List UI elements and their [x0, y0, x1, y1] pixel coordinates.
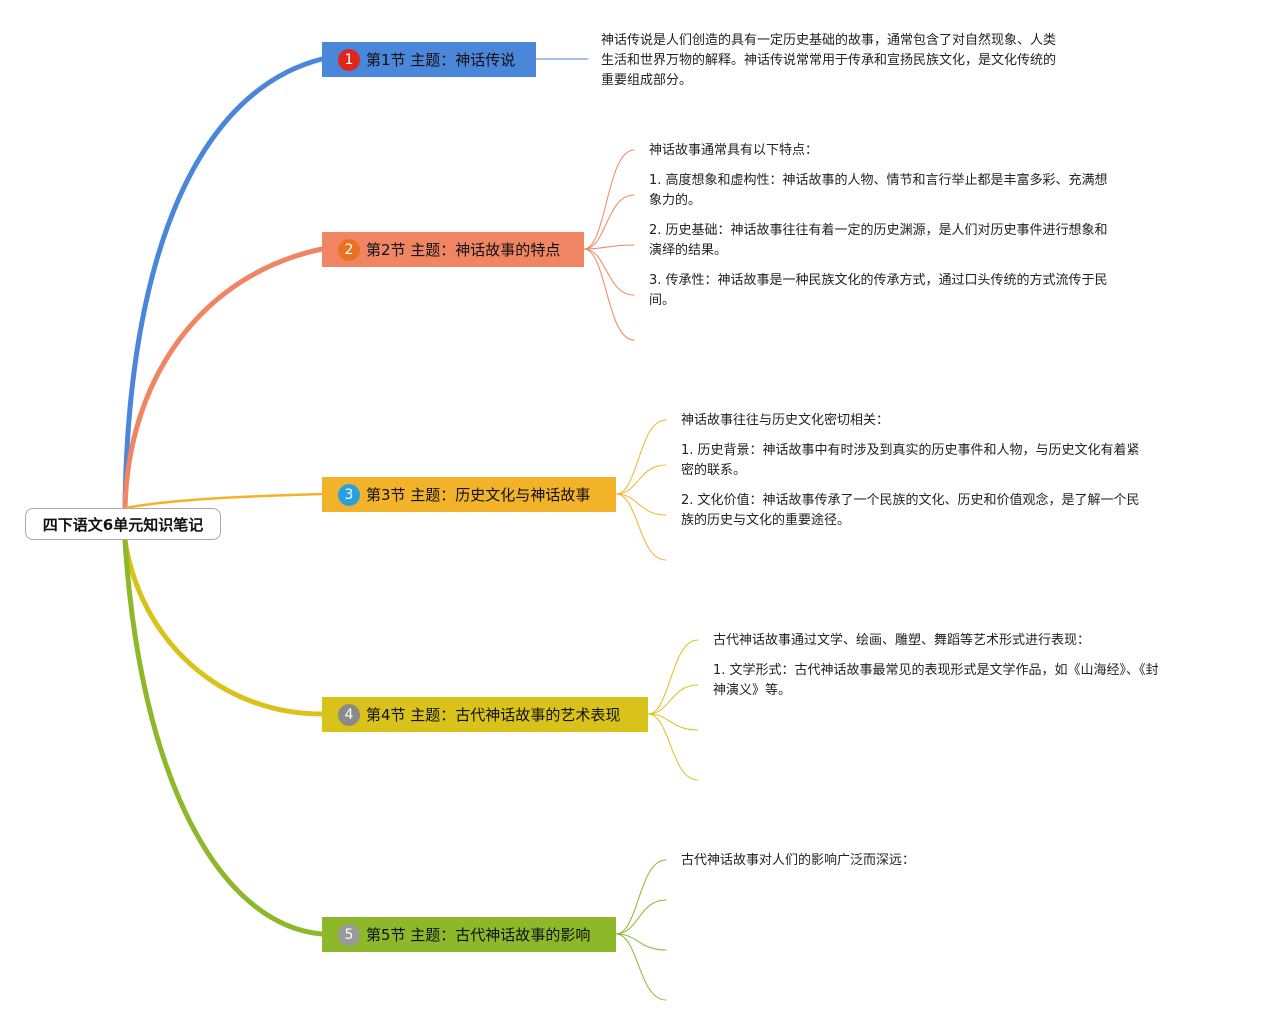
section-2-item-3-line-1: 3. 传承性：神话故事是一种民族文化的传承方式，通过口头传统的方式流传于民	[649, 273, 1108, 288]
leaf-line-3-3	[615, 493, 667, 516]
section-4-item-1-line-2: 神演义》等。	[713, 683, 792, 698]
branch-line-2	[122, 246, 325, 511]
leaf-line-2-2	[583, 194, 635, 250]
leaf-line-3-1	[615, 419, 667, 495]
section-2-item-1-line-2: 象力的。	[649, 193, 702, 208]
number-3-badge-icon: 3	[338, 483, 360, 506]
leaf-line-4-4	[647, 713, 699, 781]
section-3-item-1-line-2: 密的联系。	[681, 463, 747, 478]
leaf-line-4-2	[647, 684, 699, 715]
section-3-intro: 神话故事往往与历史文化密切相关：	[681, 413, 890, 428]
section-2-item-3: 3. 传承性：神话故事是一种民族文化的传承方式，通过口头传统的方式流传于民 间。	[649, 271, 1149, 311]
leaf-line-5-1	[615, 859, 667, 935]
section-4-intro: 古代神话故事通过文学、绘画、雕塑、舞蹈等艺术形式进行表现：	[713, 633, 1091, 648]
section-4-item-1: 1. 文学形式：古代神话故事最常见的表现形式是文学作品，如《山海经》、《封 神演…	[713, 661, 1213, 701]
number-2-badge-icon: 2	[338, 238, 360, 261]
branch-line-5	[122, 537, 325, 937]
section-4-title: 第4节 主题：古代神话故事的艺术表现	[366, 706, 621, 724]
section-5-topic[interactable]: 5 第5节 主题：古代神话故事的影响	[322, 917, 616, 952]
section-1-line-1: 神话传说是人们创造的具有一定历史基础的故事，通常包含了对自然现象、人类	[601, 33, 1057, 48]
section-2-item-2-line-1: 2. 历史基础：神话故事往往有着一定的历史渊源，是人们对历史事件进行想象和	[649, 223, 1108, 238]
leaf-line-5-3	[615, 933, 667, 951]
section-5-intro: 古代神话故事对人们的影响广泛而深远：	[681, 853, 916, 868]
section-4-item-1-line-1: 1. 文学形式：古代神话故事最常见的表现形式是文学作品，如《山海经》、《封	[713, 663, 1159, 678]
number-5-badge-icon: 5	[338, 923, 360, 946]
section-2-item-1: 1. 高度想象和虚构性：神话故事的人物、情节和言行举止都是丰富多彩、充满想 象力…	[649, 171, 1149, 211]
section-2-item-2: 2. 历史基础：神话故事往往有着一定的历史渊源，是人们对历史事件进行想象和 演绎…	[649, 221, 1149, 261]
section-1-line-3: 重要组成部分。	[601, 73, 693, 88]
section-2-item-3-line-2: 间。	[649, 293, 676, 308]
section-5-title: 第5节 主题：古代神话故事的影响	[366, 926, 591, 944]
root-topic[interactable]: 四下语文6单元知识笔记	[25, 508, 221, 540]
leaf-line-4-1	[647, 639, 699, 715]
number-4-badge-icon: 4	[338, 703, 360, 726]
leaf-line-2-3	[583, 244, 635, 250]
section-3-item-2-line-1: 2. 文化价值：神话故事传承了一个民族的文化、历史和价值观念，是了解一个民	[681, 493, 1140, 508]
leaf-line-3-2	[615, 464, 667, 495]
section-4-topic[interactable]: 4 第4节 主题：古代神话故事的艺术表现	[322, 697, 648, 732]
section-3-item-1-line-1: 1. 历史背景：神话故事中有时涉及到真实的历史事件和人物，与历史文化有着紧	[681, 443, 1140, 458]
leaf-line-5-2	[615, 899, 667, 935]
section-3-item-2: 2. 文化价值：神话故事传承了一个民族的文化、历史和价值观念，是了解一个民 族的…	[681, 491, 1181, 531]
leaf-line-3-4	[615, 493, 667, 561]
leaf-line-2-4	[583, 248, 635, 296]
branch-line-1	[122, 56, 325, 511]
leaf-line-2-5	[583, 248, 635, 341]
section-3-item-1: 1. 历史背景：神话故事中有时涉及到真实的历史事件和人物，与历史文化有着紧 密的…	[681, 441, 1181, 481]
branch-line-3	[123, 492, 324, 510]
section-2-item-2-line-2: 演绎的结果。	[649, 243, 728, 258]
branch-line-4	[122, 537, 325, 717]
section-3-title: 第3节 主题：历史文化与神话故事	[366, 486, 591, 504]
section-2-intro: 神话故事通常具有以下特点：	[649, 143, 819, 158]
section-1-title: 第1节 主题：神话传说	[366, 51, 516, 69]
section-1-line-2: 生活和世界万物的解释。神话传说常常用于传承和宣扬民族文化，是文化传统的	[601, 53, 1057, 68]
section-2-topic[interactable]: 2 第2节 主题：神话故事的特点	[322, 232, 584, 267]
leaf-line-5-4	[615, 933, 667, 1001]
section-2-title: 第2节 主题：神话故事的特点	[366, 241, 561, 259]
section-2-item-1-line-1: 1. 高度想象和虚构性：神话故事的人物、情节和言行举止都是丰富多彩、充满想	[649, 173, 1108, 188]
leaf-line-2-1	[583, 149, 635, 250]
section-3-topic[interactable]: 3 第3节 主题：历史文化与神话故事	[322, 477, 616, 512]
section-1-description: 神话传说是人们创造的具有一定历史基础的故事，通常包含了对自然现象、人类 生活和世…	[601, 31, 1101, 91]
leaf-line-4-3	[647, 713, 699, 731]
section-1-topic[interactable]: 1 第1节 主题：神话传说	[322, 42, 536, 77]
section-3-item-2-line-2: 族的历史与文化的重要途径。	[681, 513, 851, 528]
number-1-badge-icon: 1	[338, 48, 360, 71]
